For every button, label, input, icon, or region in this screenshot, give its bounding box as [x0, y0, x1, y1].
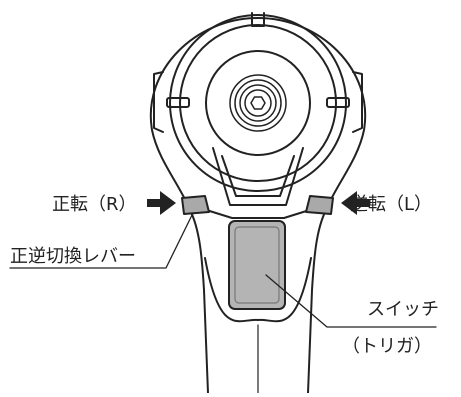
arrow-right	[147, 191, 176, 215]
forward-label: 正転（R）	[52, 194, 137, 215]
leader-switch	[265, 274, 437, 328]
anvil-ring	[239, 84, 277, 122]
side-slot-right	[326, 97, 350, 108]
lever-right	[305, 195, 334, 215]
lower-panel-inner	[221, 155, 295, 197]
head-inner-ring	[205, 50, 311, 156]
trigger-guard	[204, 257, 312, 323]
switch-trigger-inner	[234, 226, 280, 304]
lower-panel-outer	[212, 147, 304, 206]
side-bumper-right	[352, 71, 363, 133]
head-outer-ring	[169, 14, 347, 192]
lower-panel-bottom	[199, 207, 317, 219]
anvil-ring	[234, 79, 282, 127]
trigger-label: （トリガ）	[342, 336, 432, 357]
hex-socket	[250, 96, 266, 110]
lever-label: 正逆切換レバー	[10, 246, 136, 267]
switch-trigger	[228, 220, 286, 310]
anvil-ring	[244, 89, 272, 117]
switch-label: スイッチ	[367, 299, 439, 320]
lever-left	[181, 195, 210, 215]
reverse-label: 逆転（L）	[350, 194, 433, 215]
head-ring	[179, 24, 337, 182]
anvil-ring	[229, 74, 287, 132]
leader-lever	[9, 212, 194, 269]
arrow-left	[341, 191, 370, 215]
side-bumper-left	[153, 71, 164, 133]
side-slot-left	[166, 97, 190, 108]
